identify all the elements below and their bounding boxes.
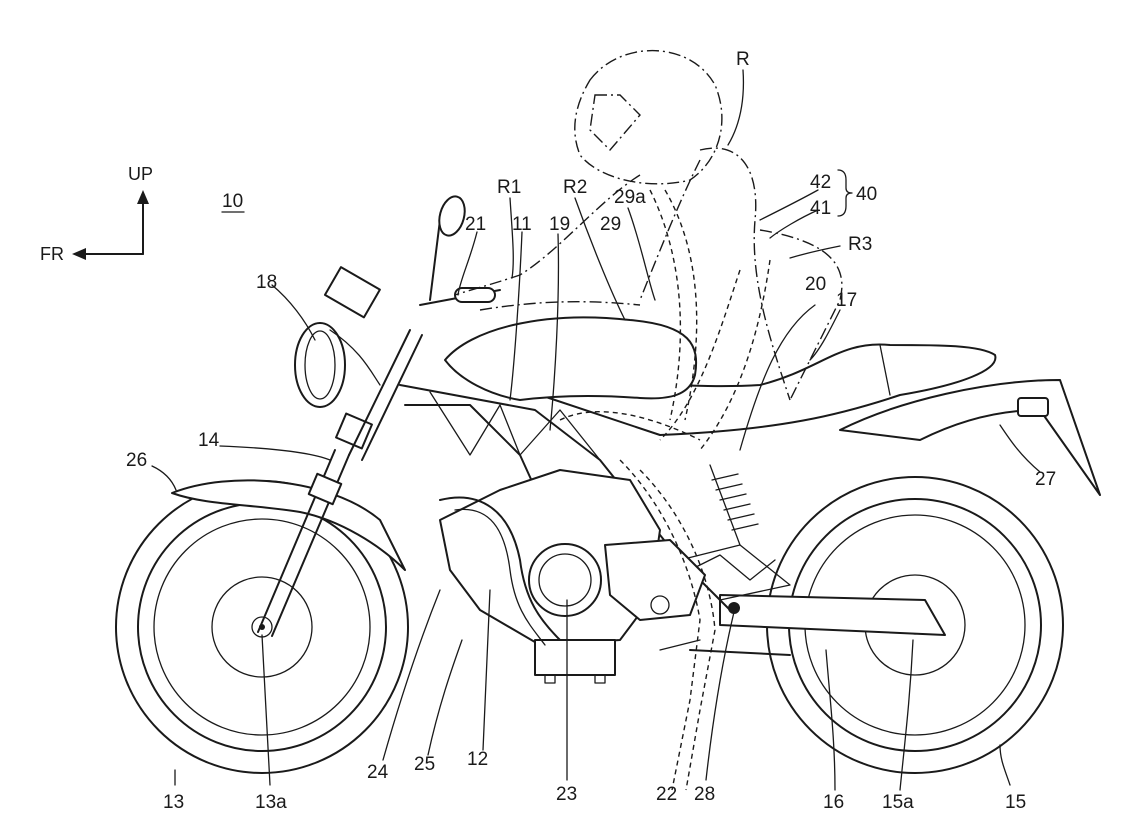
- label-21: 21: [465, 214, 486, 235]
- exhaust-pipe: [439, 496, 561, 641]
- up-label: UP: [128, 164, 153, 184]
- footpeg-stand: [659, 602, 791, 656]
- tail-light: [1017, 397, 1049, 417]
- brace-40: [837, 169, 853, 217]
- reference-numerals: R R1 R2 29a 29 42 41 40 R3 21 11 19 18 2…: [126, 49, 1056, 813]
- figure-ref-number: 10: [222, 191, 243, 212]
- label-11: 11: [512, 214, 532, 235]
- label-13: 13: [163, 792, 184, 813]
- headlight: [294, 322, 381, 408]
- label-25: 25: [414, 754, 435, 775]
- label-R1: R1: [497, 177, 521, 198]
- fuel-tank: [444, 316, 698, 401]
- label-13a: 13a: [255, 792, 287, 813]
- label-40: 40: [856, 184, 877, 205]
- label-26: 26: [126, 450, 147, 471]
- rider-outline: [454, 49, 843, 791]
- label-24: 24: [367, 762, 389, 783]
- label-15a: 15a: [882, 792, 914, 813]
- label-12: 12: [467, 749, 488, 770]
- label-R3: R3: [848, 234, 872, 255]
- label-29a: 29a: [614, 187, 646, 208]
- swing-arm: [719, 594, 946, 636]
- label-28: 28: [694, 784, 715, 805]
- label-R: R: [736, 49, 750, 70]
- front-fork: [257, 329, 423, 637]
- front-label: FR: [40, 244, 64, 264]
- label-42: 42: [810, 172, 831, 193]
- label-19: 19: [549, 214, 570, 235]
- label-41: 41: [810, 198, 831, 219]
- rear-shock: [709, 464, 759, 546]
- direction-indicator: UP FR: [40, 164, 153, 264]
- front-fender: [171, 479, 406, 571]
- label-20: 20: [805, 274, 826, 295]
- seat: [539, 343, 997, 436]
- label-17: 17: [836, 290, 857, 311]
- label-15: 15: [1005, 792, 1026, 813]
- meter: [323, 266, 381, 319]
- label-23: 23: [556, 784, 577, 805]
- engine: [439, 469, 706, 684]
- label-18: 18: [256, 272, 277, 293]
- label-27: 27: [1035, 469, 1056, 490]
- label-29: 29: [600, 214, 621, 235]
- figure-reference: 10: [221, 191, 245, 213]
- label-16: 16: [823, 792, 844, 813]
- leader-lines: [151, 69, 1041, 791]
- label-22: 22: [656, 784, 677, 805]
- label-14: 14: [198, 430, 220, 451]
- handlebar: [419, 195, 501, 306]
- label-R2: R2: [563, 177, 587, 198]
